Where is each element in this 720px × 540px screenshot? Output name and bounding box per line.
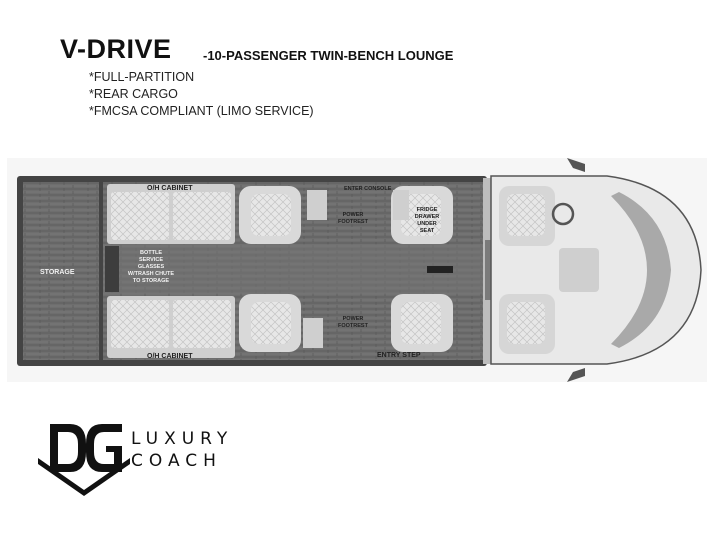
console-slot <box>427 266 453 273</box>
mirror <box>567 368 585 382</box>
bench-bottom <box>107 296 235 358</box>
fridge-line: DRAWER <box>415 214 439 220</box>
side-cabinet <box>393 190 409 220</box>
captain-chair <box>239 294 301 352</box>
brand-name-line-2: COACH <box>131 451 222 471</box>
oh-cabinet-bottom-label: O/H CABINET <box>147 353 193 360</box>
feature-list: *FULL-PARTITION *REAR CARGO *FMCSA COMPL… <box>89 69 314 120</box>
page-title: V-DRIVE <box>60 34 172 64</box>
footrest-line: FOOTREST <box>338 219 369 225</box>
side-cabinet <box>307 190 327 220</box>
storage-floor <box>23 182 99 360</box>
bottle-service-line: GLASSES <box>138 264 165 270</box>
fridge-label: FRIDGE DRAWER UNDER SEAT <box>415 207 439 234</box>
partition-door <box>485 240 491 300</box>
storage-label: STORAGE <box>40 269 75 276</box>
dg-monogram-logo <box>38 424 130 496</box>
side-cabinet <box>303 318 323 348</box>
windshield <box>611 192 671 348</box>
fridge-line: UNDER <box>417 221 437 227</box>
brand-name-line-1: LUXURY <box>131 429 234 449</box>
feature-item: *REAR CARGO <box>89 87 178 101</box>
bottle-service-counter <box>105 246 119 292</box>
footrest-line: POWER <box>343 316 364 322</box>
van-floorplan: STORAGE O/H CABINET O/H CABINET ENTER CO… <box>7 158 707 382</box>
captain-chair <box>239 186 301 244</box>
dashboard-console <box>559 248 599 292</box>
captain-chair <box>391 294 453 352</box>
power-footrest-bottom-label: POWER FOOTREST <box>338 316 369 329</box>
fridge-line: SEAT <box>420 228 435 234</box>
mirror <box>567 158 585 172</box>
bottle-service-line: BOTTLE <box>140 250 162 256</box>
oh-cabinet-top-label: O/H CABINET <box>147 185 193 192</box>
feature-item: *FMCSA COMPLIANT (LIMO SERVICE) <box>89 104 314 118</box>
bench-top <box>107 184 235 244</box>
power-footrest-top-label: POWER FOOTREST <box>338 212 369 225</box>
bottle-service-line: W/TRASH CHUTE <box>128 271 174 277</box>
bottle-service-line: TO STORAGE <box>133 278 169 284</box>
aisle <box>103 244 483 294</box>
driver-seat <box>499 186 575 246</box>
feature-item: *FULL-PARTITION <box>89 70 195 84</box>
footrest-line: POWER <box>343 212 364 218</box>
footrest-line: FOOTREST <box>338 323 369 329</box>
bottle-service-label: BOTTLE SERVICE GLASSES W/TRASH CHUTE TO … <box>128 250 174 284</box>
page-subtitle: -10-PASSENGER TWIN-BENCH LOUNGE <box>203 48 454 63</box>
fridge-line: FRIDGE <box>417 207 438 213</box>
entry-step-label: ENTRY STEP <box>377 352 421 359</box>
bottle-service-line: SERVICE <box>139 257 163 263</box>
passenger-seat <box>499 294 555 354</box>
enter-console-label: ENTER CONSOLE <box>344 186 392 192</box>
